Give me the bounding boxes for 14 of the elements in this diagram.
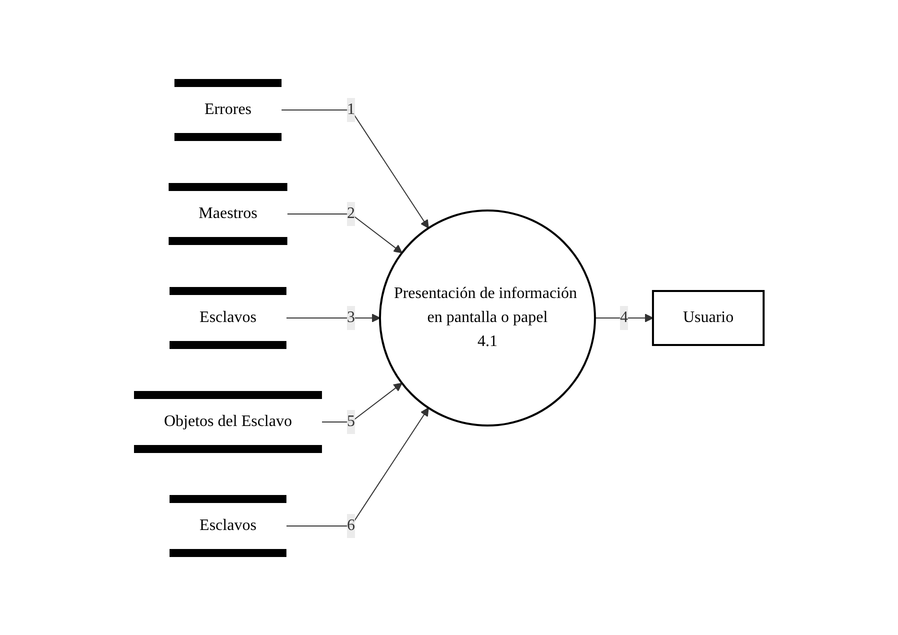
node-box: Usuario: [652, 290, 765, 346]
arrow: [287, 213, 403, 253]
edge-label: 4: [620, 308, 628, 326]
arrow: [281, 109, 430, 228]
edge-label: 6: [347, 516, 356, 534]
arrow: [322, 382, 403, 422]
edge-label: 3: [347, 308, 356, 326]
arrow: [594, 313, 654, 322]
arrow: [286, 313, 381, 322]
edge-label: 5: [347, 412, 356, 430]
node-circle: Presentación de información en pantalla o papel 4.1: [379, 209, 596, 426]
edge-label: 2: [347, 204, 356, 222]
arrow: [286, 406, 430, 526]
edge-label: 1: [347, 100, 356, 118]
